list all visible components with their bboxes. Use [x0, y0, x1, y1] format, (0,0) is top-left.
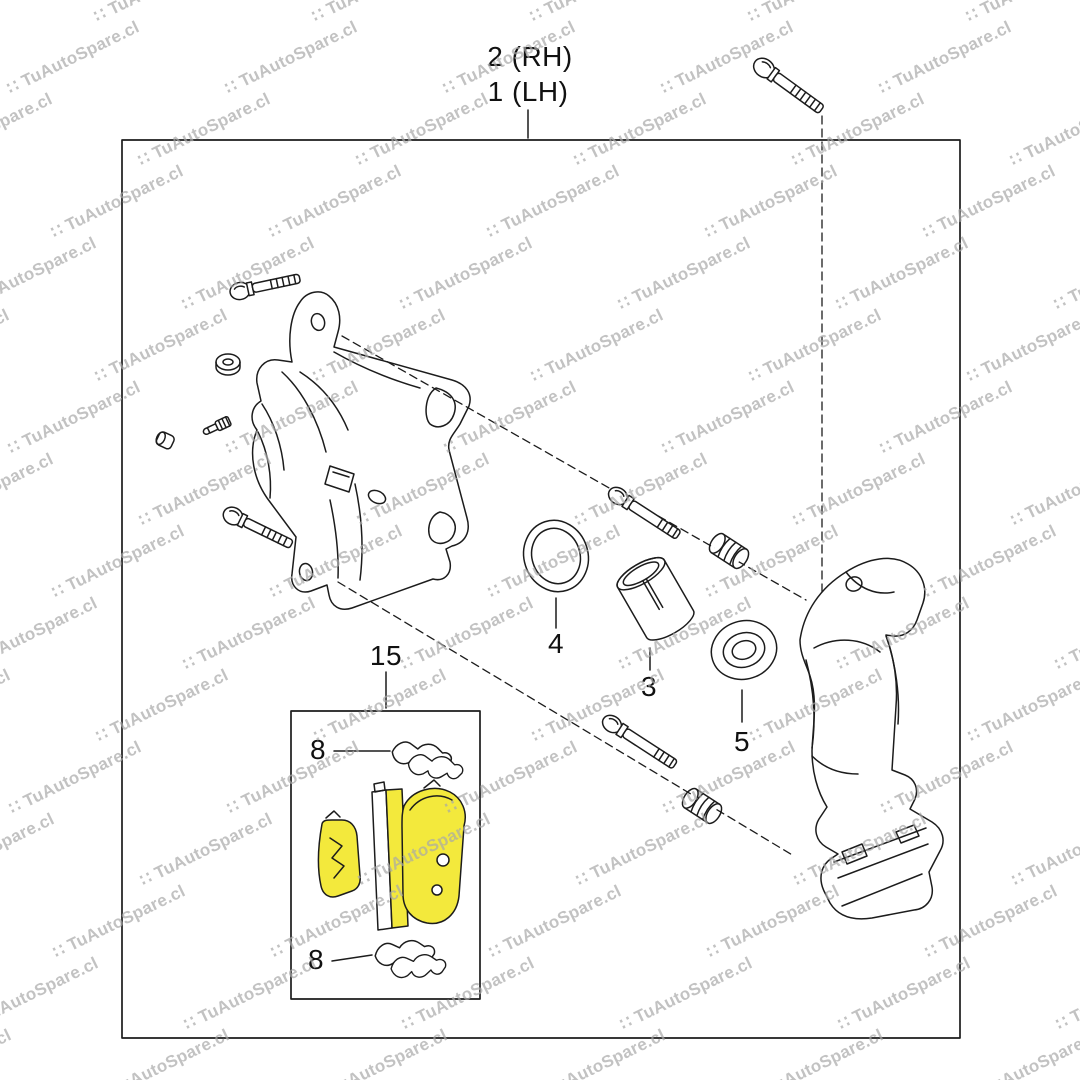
- dust-boot: [710, 619, 778, 681]
- piston: [616, 556, 695, 641]
- guide-pin-bushing-upper: [708, 532, 750, 570]
- callout-1-lh: 1 (LH): [487, 76, 569, 107]
- pad-clip-top: [391, 741, 464, 780]
- cap-nut: [215, 353, 241, 376]
- bleeder-cap: [155, 431, 175, 450]
- piston-seal-ring: [522, 519, 590, 593]
- leader-lines: [331, 109, 743, 962]
- guide-pin-lower: [601, 714, 678, 769]
- caliper-body: [251, 291, 471, 610]
- callout-2-rh: 2 (RH): [487, 41, 573, 72]
- caliper-bracket: [799, 557, 944, 920]
- pad-kit-box: [290, 710, 481, 1000]
- pad-clip-bottom: [374, 939, 447, 979]
- callout-15: 15: [369, 640, 403, 671]
- guide-pin-bushing-lower: [681, 787, 723, 825]
- callout-8-top: 8: [309, 734, 327, 765]
- diagram-frame: [121, 139, 961, 1039]
- callout-5: 5: [733, 726, 751, 757]
- callout-8-bottom: 8: [307, 944, 325, 975]
- guide-pin-upper: [607, 486, 681, 540]
- callout-4: 4: [547, 628, 565, 659]
- caliper-bolt-upper: [229, 273, 301, 301]
- brake-pads: [317, 779, 466, 931]
- mounting-bolt-top: [752, 57, 824, 114]
- callout-3: 3: [640, 671, 658, 702]
- bleeder-screw: [202, 415, 232, 435]
- caliper-bolt-lower: [222, 506, 294, 549]
